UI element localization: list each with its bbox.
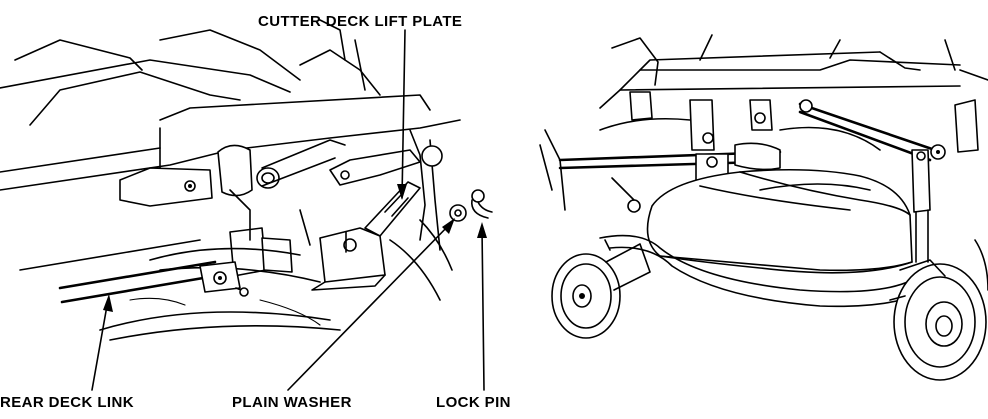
label-plain-washer: PLAIN WASHER xyxy=(232,394,352,411)
leader-lines xyxy=(91,29,487,391)
left-illustration-detail xyxy=(0,19,493,341)
label-rear-deck-link: REAR DECK LINK xyxy=(0,394,134,411)
label-lock-pin: LOCK PIN xyxy=(436,394,511,411)
right-illustration-detail xyxy=(539,34,988,381)
label-cutter-deck-lift-plate: CUTTER DECK LIFT PLATE xyxy=(258,13,463,30)
